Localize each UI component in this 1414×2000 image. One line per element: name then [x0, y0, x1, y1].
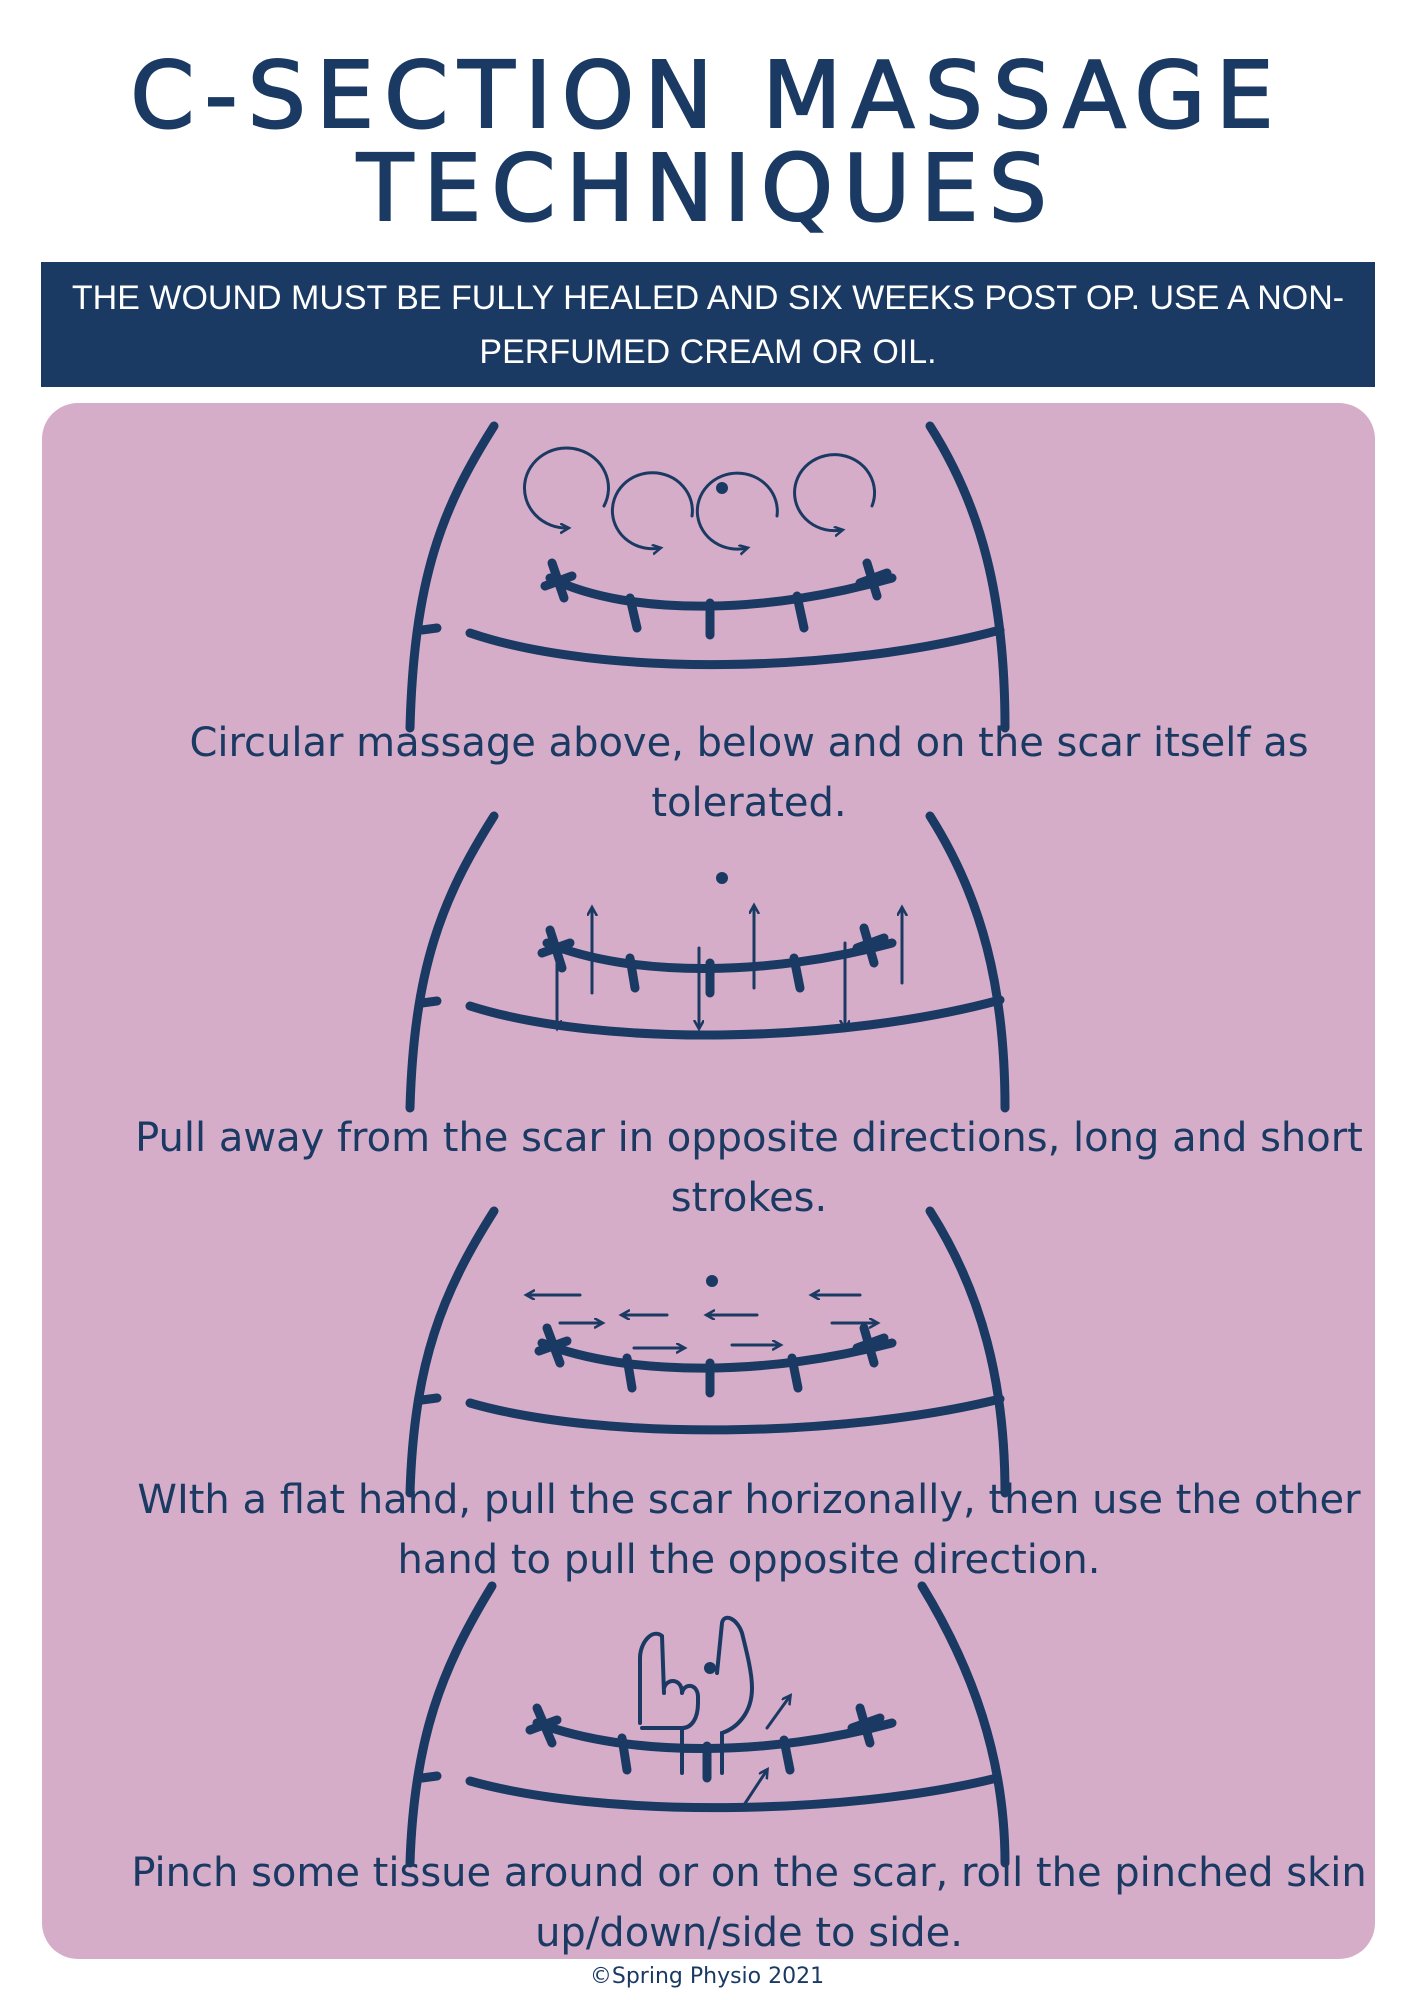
circular-massage-icon	[42, 418, 1375, 733]
copyright-footer: ©Spring Physio 2021	[589, 1964, 825, 1989]
technique-caption-3: WIth a flat hand, pull the scar horizona…	[137, 1477, 1361, 1583]
page-title-line-2: TECHNIQUES	[356, 135, 1057, 242]
pinch-roll-icon	[42, 1578, 1375, 1868]
precaution-banner: THE WOUND MUST BE FULLY HEALED AND SIX W…	[41, 262, 1375, 387]
page-title-line-1: C-SECTION MASSAGE	[129, 42, 1284, 149]
technique-caption-1: Circular massage above, below and on the…	[189, 720, 1309, 826]
pull-strokes-icon	[42, 808, 1375, 1113]
horizontal-pull-icon	[42, 1203, 1375, 1498]
precaution-text: THE WOUND MUST BE FULLY HEALED AND SIX W…	[71, 278, 1345, 371]
technique-caption-2: Pull away from the scar in opposite dire…	[135, 1115, 1363, 1221]
techniques-panel: Circular massage above, below and on the…	[42, 403, 1375, 1959]
technique-caption-4: Pinch some tissue around or on the scar,…	[131, 1850, 1367, 1956]
